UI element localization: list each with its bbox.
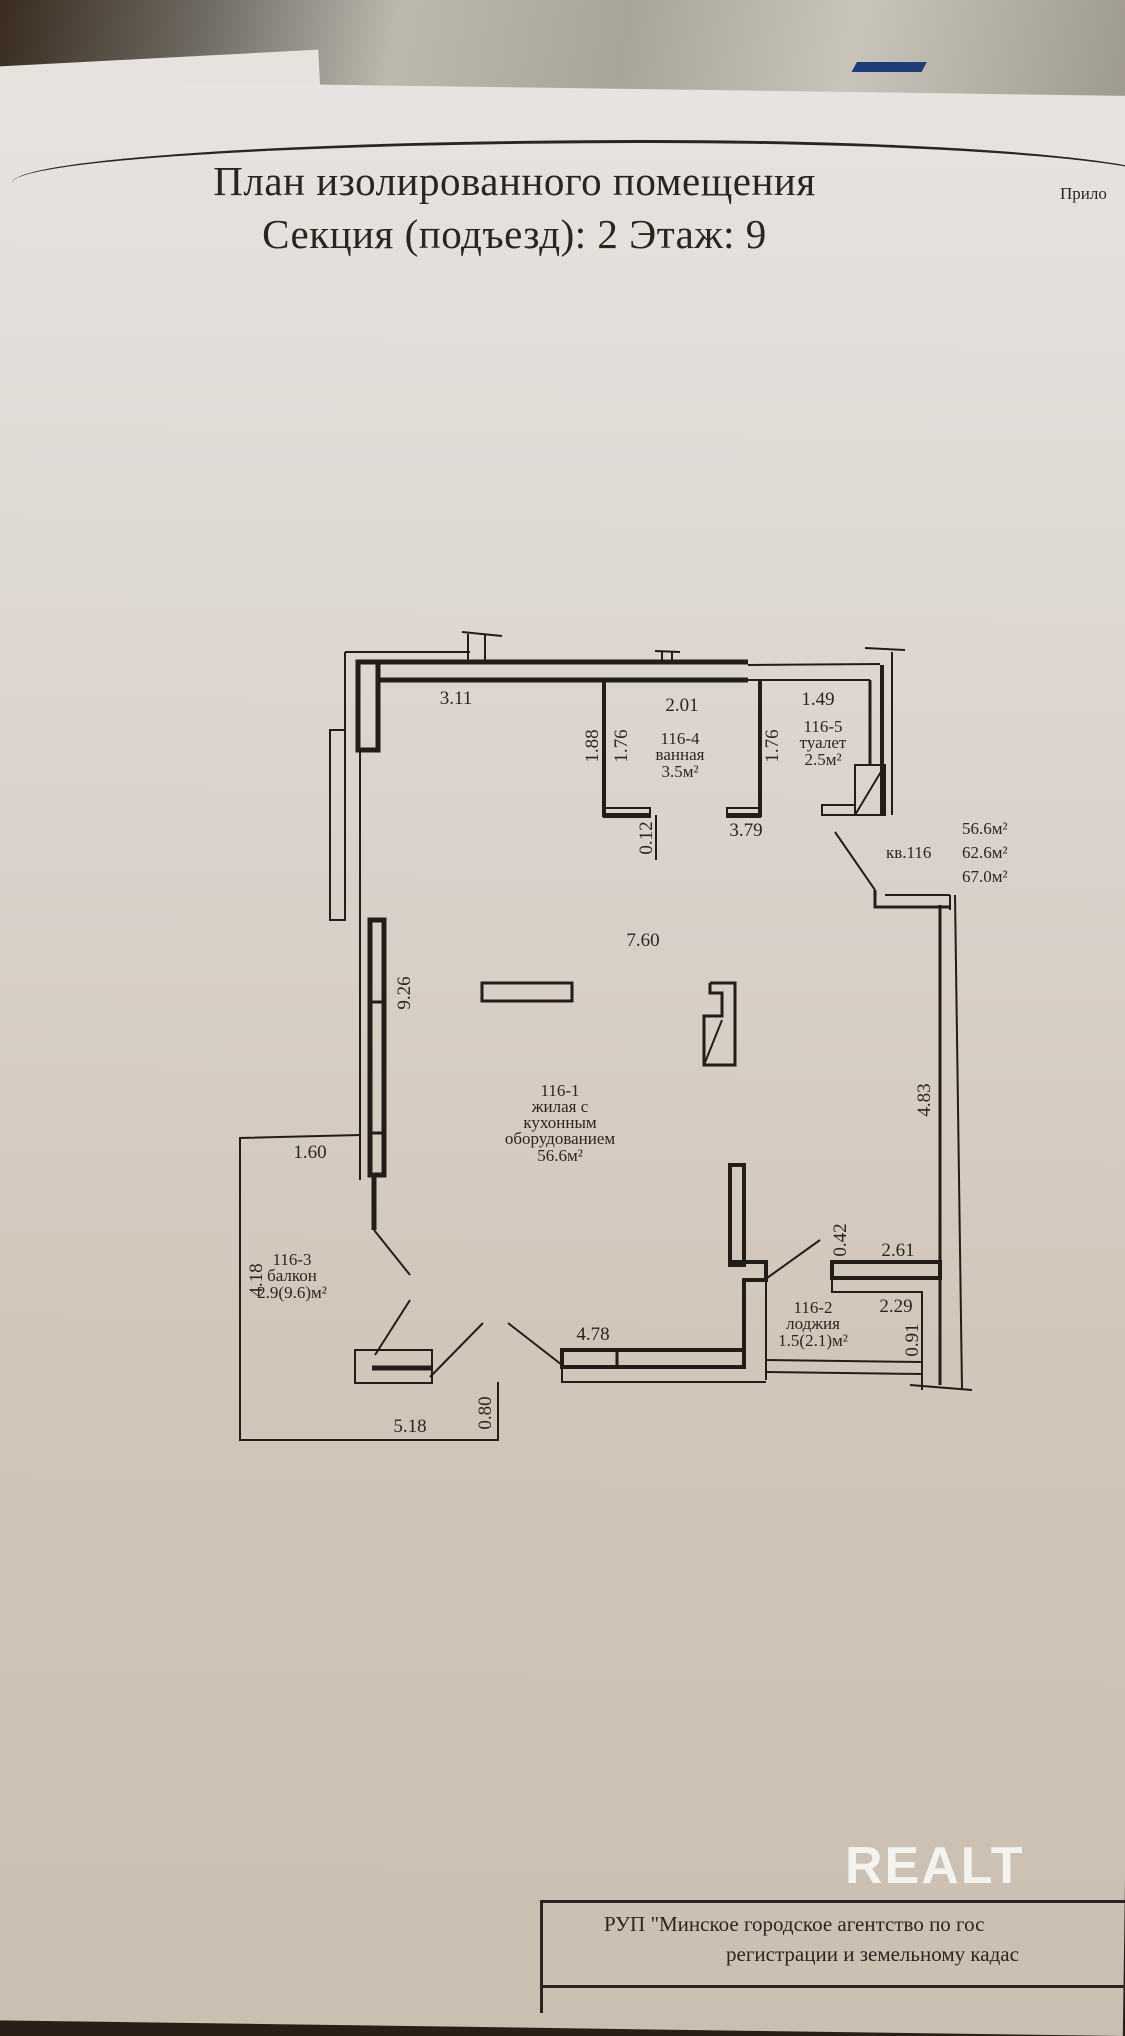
dim-balcony-top: 1.60 (293, 1142, 326, 1163)
document-title: План изолированного помещения (213, 158, 816, 204)
apartment-label: кв.116 (886, 843, 931, 862)
dim-balcony-side: 4.18 (246, 1263, 267, 1296)
balcony-door-right (507, 1322, 563, 1366)
loggia-rail (765, 1371, 923, 1375)
loggia-edge (909, 1384, 973, 1391)
entrance-door (834, 831, 876, 891)
room-116-2-number: 116-2 (793, 1298, 832, 1317)
kitchen-counter (480, 981, 574, 1003)
dim-main-height: 9.26 (394, 976, 415, 1009)
balcony-door-leaf (429, 1322, 484, 1378)
room-116-4-type: ванная (656, 745, 705, 764)
room-116-5-type: туалет (800, 733, 847, 752)
dim-balcony-bottom: 5.18 (393, 1416, 426, 1437)
dim-top-left: 3.11 (440, 688, 473, 709)
wall-bottom-outer (561, 1367, 766, 1383)
loggia-door (766, 1239, 821, 1279)
dim-loggia-inner: 2.29 (879, 1296, 912, 1317)
dim-right-wall: 4.83 (914, 1083, 935, 1116)
dim-loggia-top: 2.61 (881, 1240, 914, 1261)
wall-bottom (560, 1348, 746, 1369)
room-116-5: 116-5 туалет 2.5м² (800, 717, 847, 769)
partition (728, 1163, 746, 1267)
room-116-5-area: 2.5м² (804, 750, 841, 769)
wall-top-right-outer (747, 663, 881, 666)
room-116-4-number: 116-4 (660, 729, 700, 748)
vent-2 (654, 650, 681, 653)
wall-left-window (367, 917, 387, 1178)
room-116-4-area: 3.5м² (661, 762, 698, 781)
room-116-1-area: 56.6м² (537, 1146, 583, 1165)
stamp-divider (540, 1985, 1125, 1988)
loggia-wall-outer (831, 1278, 923, 1390)
loggia-wall (830, 1260, 942, 1280)
room-116-3-area: 2.9(9.6)м² (257, 1283, 327, 1302)
dim-bath-inner-height: 1.76 (611, 729, 632, 762)
stamp-org-line2: регистрации и земельному кадас (726, 1942, 1019, 1966)
watermark-logo: REALT (845, 1837, 1025, 1895)
room-116-3-type: балкон (267, 1266, 317, 1285)
toilet-wall-stub (821, 804, 856, 816)
vent-1 (461, 631, 503, 637)
frame-border-top (12, 140, 1125, 183)
bath-wall-end (603, 807, 651, 818)
room-116-1-type: оборудованием (505, 1129, 616, 1148)
dimension-labels: 3.11 2.01 1.49 1.88 1.76 1.76 0.12 3.79 … (246, 688, 935, 1437)
room-116-5-number: 116-5 (803, 717, 842, 736)
stamp-org-line1: РУП "Минское городское агентство по гос (604, 1912, 985, 1936)
vent-3 (864, 647, 906, 651)
entrance-jamb (873, 890, 950, 909)
room-116-1-number: 116-1 (540, 1081, 579, 1100)
kitchen-unit (702, 981, 737, 1067)
area-total-with-balcony: 67.0м² (962, 867, 1008, 886)
toilet-fixture-diagonal (854, 764, 886, 816)
window-left (329, 729, 346, 921)
dim-toilet-width: 1.49 (801, 689, 834, 710)
stamp-frame (540, 1900, 1125, 2013)
apartment-summary: кв.116 56.6м² 62.6м² 67.0м² (886, 819, 1008, 886)
room-116-4: 116-4 ванная 3.5м² (656, 729, 705, 781)
balcony-outline (239, 1134, 499, 1441)
room-116-1-type: жилая с (531, 1097, 589, 1116)
appendix-label: Прило (1060, 184, 1107, 203)
dim-main-width: 7.60 (626, 930, 659, 951)
dim-bath-outer-height: 1.88 (582, 729, 603, 762)
dim-bath-width: 2.01 (665, 695, 698, 716)
walls (239, 631, 973, 1441)
area-living: 56.6м² (962, 819, 1008, 838)
wall-right-outer (954, 894, 963, 1391)
area-total: 62.6м² (962, 843, 1008, 862)
room-116-3-number: 116-3 (272, 1250, 311, 1269)
dim-toilet-height: 1.76 (762, 729, 783, 762)
room-116-1: 116-1 жилая с кухонным оборудованием 56.… (505, 1081, 616, 1165)
balcony-door-leaf (374, 1299, 411, 1356)
toilet-wall (727, 680, 762, 817)
room-116-2: 116-2 лоджия 1.5(2.1)м² (778, 1298, 848, 1350)
dim-loggia-depth: 0.91 (902, 1323, 923, 1356)
kitchen-unit-diagonal (703, 1019, 723, 1066)
loggia-rail (765, 1359, 923, 1363)
dim-bath-offset: 0.12 (636, 821, 657, 854)
toilet-wall-end (726, 807, 761, 818)
wall-left-upper (355, 659, 381, 753)
room-116-1-type: кухонным (523, 1113, 596, 1132)
room-116-2-type: лоджия (786, 1314, 840, 1333)
dim-balcony-depth: 0.80 (475, 1396, 496, 1429)
toilet-fixture (854, 764, 886, 816)
dim-loggia-offset: 0.42 (830, 1223, 851, 1256)
dim-corridor: 3.79 (729, 820, 762, 841)
dim-bottom-wall: 4.78 (576, 1324, 609, 1345)
room-116-2-area: 1.5(2.1)м² (778, 1331, 848, 1350)
section-floor-subtitle: Секция (подъезд): 2 Этаж: 9 (262, 211, 767, 257)
balcony-door-left (373, 1229, 411, 1276)
room-116-3: 116-3 балкон 2.9(9.6)м² (257, 1250, 327, 1302)
room-labels: 116-4 ванная 3.5м² 116-5 туалет 2.5м² 11… (257, 717, 848, 1350)
